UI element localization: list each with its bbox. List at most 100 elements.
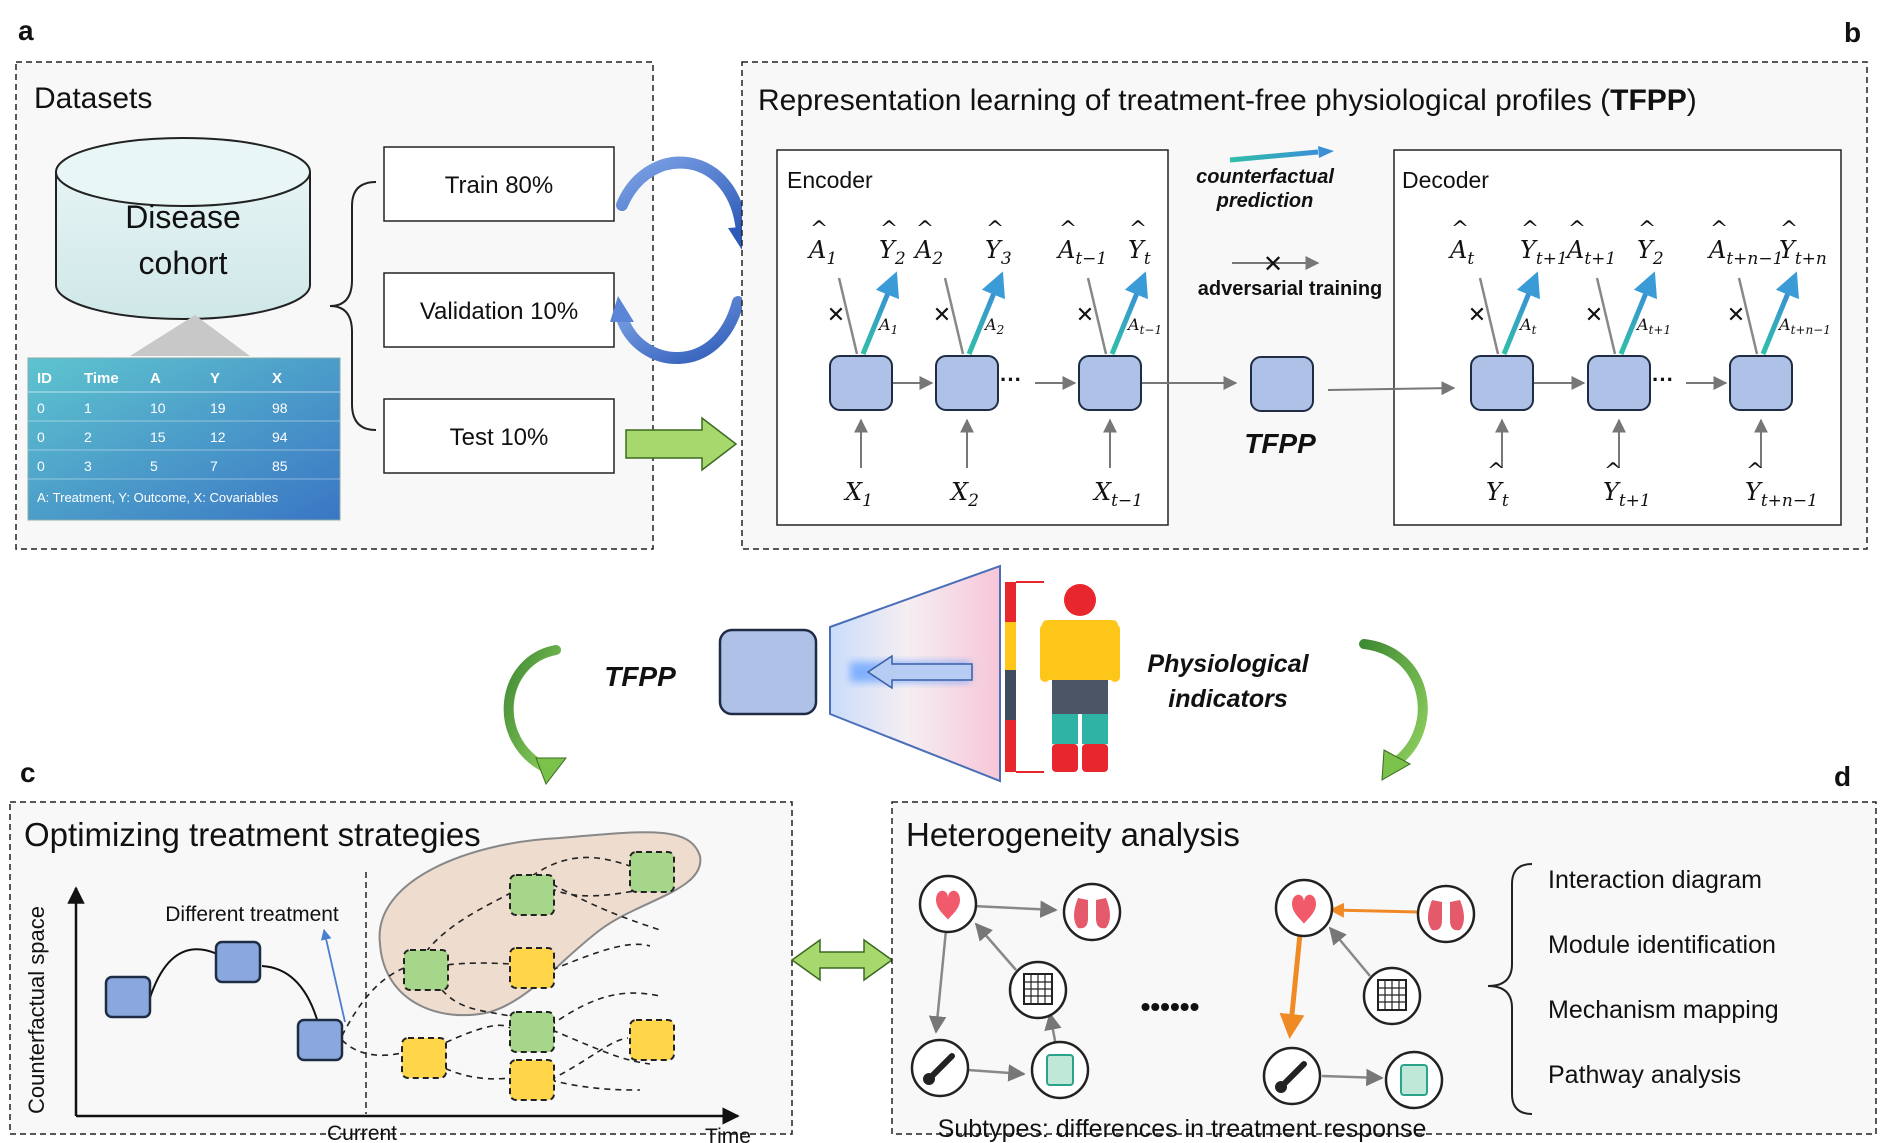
panel-letter-a: a <box>18 15 34 46</box>
input-label: Yt+1 <box>1603 478 1651 511</box>
panel-letter-c: c <box>20 757 36 788</box>
indicator-bar-red-top <box>1005 582 1016 622</box>
future-node-yellow <box>401 1037 447 1079</box>
y-hat-label-hat: ^ <box>1129 217 1147 242</box>
analysis-item: Pathway analysis <box>1548 1061 1741 1089</box>
table-header-x: X <box>272 370 282 387</box>
future-node-yellow <box>509 947 555 989</box>
input-label: Xt−1 <box>1092 478 1143 511</box>
beam-hollow-arrow <box>866 654 973 690</box>
monitor-shape <box>1046 1054 1074 1086</box>
table-cell: 85 <box>272 458 288 474</box>
train-curved-arrow <box>616 156 748 238</box>
analysis-item: Module identification <box>1548 931 1776 959</box>
network1-edges <box>928 900 1062 1082</box>
analysis-item: Mechanism mapping <box>1548 996 1779 1024</box>
unit-column: ✕At+n−1At+n−1^Yt+n^Yt+n−1^ <box>1707 217 1831 511</box>
decoder-box <box>1393 149 1842 526</box>
table-cell: 5 <box>150 458 158 474</box>
middle-tfpp-node <box>718 628 818 716</box>
table-cell: 0 <box>37 429 45 445</box>
human-figure-icon <box>1040 584 1120 772</box>
table-cell: 0 <box>37 458 45 474</box>
split-box-test <box>383 398 615 474</box>
split-label-train: Train 80% <box>445 172 554 199</box>
left-curved-green-arrowhead <box>535 757 568 786</box>
adversarial-line <box>837 277 859 355</box>
network1-nodes <box>910 874 1122 1100</box>
a-hat-label-hat: ^ <box>1568 217 1586 242</box>
middle-tfpp-label: TFPP <box>604 661 676 692</box>
counterfactual-arrow <box>1618 271 1657 355</box>
table-cell: 98 <box>272 400 288 416</box>
validation-curved-arrow <box>616 296 744 364</box>
lungs-shape <box>1074 898 1110 929</box>
legend-adversarial-x-icon: ✕ <box>1263 251 1283 278</box>
table-cell: 15 <box>150 429 166 445</box>
panel-d-caption: Subtypes: differences in treatment respo… <box>938 1115 1427 1143</box>
table-header-id: ID <box>37 370 52 387</box>
adversarial-x-icon: ✕ <box>1727 302 1745 327</box>
counterfactual-arrow <box>860 271 899 355</box>
table-cell: 0 <box>37 400 45 416</box>
adversarial-x-icon: ✕ <box>1468 302 1486 327</box>
panel-b: Representation learning of treatment-fre… <box>741 61 1868 550</box>
a-hat-label-hat: ^ <box>1451 217 1469 242</box>
panel-a: Datasets Disease cohort ID Time A Y X 0 … <box>15 61 654 550</box>
thermometer-shape <box>927 1053 955 1081</box>
arrow-annotation: A2 <box>983 315 1004 337</box>
x-label-current: Current <box>327 1122 397 1143</box>
decoder-units: ✕AtAt^Yt+1^Yt^✕At+1At+1^Y2^Yt+1^✕At+n−1A… <box>1448 217 1831 511</box>
rnn-unit-node <box>829 355 893 411</box>
table-cell: 10 <box>150 400 166 416</box>
table-header-y: Y <box>210 370 220 387</box>
thermometer-bulb <box>923 1073 935 1085</box>
arrow-annotation: A1 <box>877 315 898 337</box>
y-hat-label: Yt <box>1128 236 1151 269</box>
panel-letter-b: b <box>1844 17 1861 48</box>
adversarial-x-icon: ✕ <box>827 302 845 327</box>
arrow-annotation: At+n−1 <box>1777 315 1831 337</box>
data-table: ID Time A Y X 0 1 10 19 98 0 2 15 12 94 … <box>27 357 341 521</box>
test-block-arrow <box>625 416 738 472</box>
table-cell: 3 <box>84 458 92 474</box>
table-cell: 94 <box>272 429 288 445</box>
rnn-unit-node <box>1729 355 1793 411</box>
encoder-ellipsis: ··· <box>1000 367 1022 392</box>
items-brace <box>1487 863 1533 1115</box>
indicator-bar-yellow <box>1005 622 1016 670</box>
table-cell: 1 <box>84 400 92 416</box>
legend-adversarial-label: adversarial training <box>1198 278 1383 300</box>
y-hat-label-hat: ^ <box>880 217 898 242</box>
history-node <box>104 975 152 1019</box>
panel-c-title: Optimizing treatment strategies <box>24 816 481 853</box>
thermometer-shape <box>1279 1061 1307 1089</box>
panel-c: Optimizing treatment strategies Counterf… <box>9 801 793 1143</box>
rnn-unit-node <box>935 355 999 411</box>
counterfactual-cloud <box>378 831 702 1017</box>
adversarial-x-icon: ✕ <box>933 302 951 327</box>
input-label: Yt <box>1486 478 1509 511</box>
adversarial-line <box>1595 277 1617 355</box>
a-hat-label-hat: ^ <box>1710 217 1728 242</box>
future-node-yellow <box>509 1059 555 1101</box>
middle-section: TFPP Physiological indicators <box>503 564 1428 786</box>
counterfactual-arrow <box>966 271 1005 355</box>
y-hat-label-hat: ^ <box>986 217 1004 242</box>
split-brace <box>329 181 377 431</box>
right-curved-green-arrowhead <box>1381 749 1412 781</box>
y-hat-label-hat: ^ <box>1521 217 1539 242</box>
adversarial-line <box>943 277 965 355</box>
y-hat-label: Yt+1 <box>1520 236 1568 269</box>
split-label-validation: Validation 10% <box>420 298 578 325</box>
a-hat-label-hat: ^ <box>916 217 934 242</box>
indicators-label-line2: indicators <box>1168 685 1288 713</box>
a-hat-label: At+1 <box>1565 236 1616 269</box>
y-hat-label: Y2 <box>1637 236 1664 269</box>
different-treatment-label: Different treatment <box>165 903 339 926</box>
x-label-time: Time <box>705 1125 751 1143</box>
